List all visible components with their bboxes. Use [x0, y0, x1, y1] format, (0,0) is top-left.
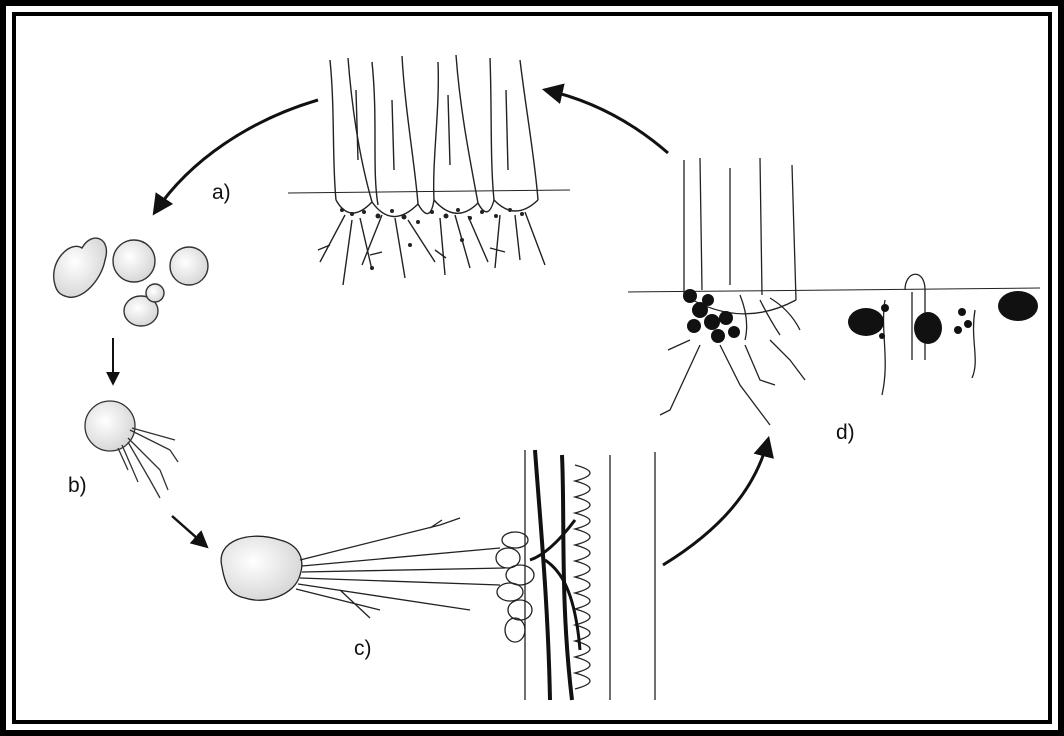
cycle-arrows	[113, 90, 768, 565]
label-a: a)	[212, 181, 231, 205]
label-b: b)	[68, 474, 87, 498]
germinating-spore-illustration	[85, 401, 178, 498]
spore-hyphae-root-illustration	[221, 450, 655, 700]
label-d: d)	[836, 421, 855, 445]
plant-roots-top-illustration	[288, 55, 570, 285]
spores-illustration	[54, 238, 208, 326]
arrow-c-to-d	[663, 440, 768, 565]
arrow-b-to-c	[172, 516, 206, 546]
spore-dots-top	[340, 208, 524, 270]
root-vascular-strands	[530, 450, 580, 700]
arrow-a-to-spores	[155, 100, 318, 212]
arrow-d-to-a	[546, 90, 668, 153]
root-nodules	[683, 289, 1038, 344]
double-border	[3, 3, 1061, 733]
label-c: c)	[354, 637, 372, 661]
